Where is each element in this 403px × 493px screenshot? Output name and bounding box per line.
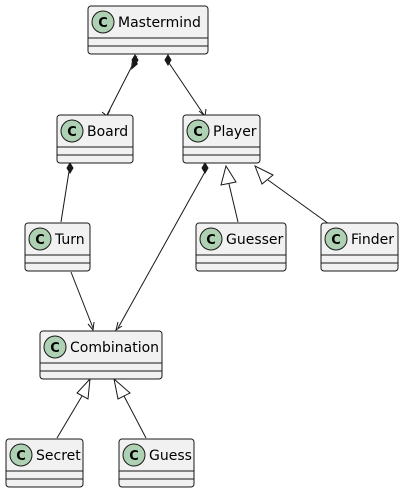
edge-turn-combination	[70, 271, 95, 332]
class-stereotype-letter: C	[35, 233, 45, 248]
class-name-combination: Combination	[70, 340, 159, 356]
class-stereotype-letter: C	[98, 16, 108, 31]
relations	[56, 55, 330, 439]
class-stereotype-letter: C	[331, 233, 341, 248]
class-guess[interactable]: C Guess	[118, 438, 195, 488]
class-combination[interactable]: C Combination	[39, 330, 163, 380]
class-stereotype-circle	[122, 443, 146, 467]
class-finder[interactable]: C Finder	[320, 222, 399, 272]
class-stereotype-circle	[60, 119, 84, 143]
class-name-player: Player	[213, 124, 257, 140]
class-mastermind[interactable]: C Mastermind	[87, 5, 209, 55]
class-name-secret: Secret	[36, 448, 81, 464]
class-name-board: Board	[87, 124, 128, 140]
class-guesser[interactable]: C Guesser	[195, 222, 287, 272]
class-secret[interactable]: C Secret	[5, 438, 84, 488]
class-name-guess: Guess	[149, 448, 192, 464]
edge-finder-player	[254, 164, 330, 225]
class-stereotype-letter: C	[50, 341, 60, 356]
edge-guesser-player	[220, 164, 239, 223]
class-name-mastermind: Mastermind	[118, 15, 201, 31]
class-stereotype-letter: C	[129, 449, 139, 464]
class-board[interactable]: C Board	[56, 114, 134, 164]
edge-mastermind-player	[166, 59, 207, 117]
class-stereotype-letter: C	[16, 449, 26, 464]
edge-guess-combination	[113, 377, 147, 439]
edge-player-combination	[115, 169, 207, 332]
diamond-board-turn	[66, 162, 74, 174]
class-name-guesser: Guesser	[226, 232, 284, 248]
diamond-mastermind-board	[131, 54, 139, 66]
edge-secret-combination	[56, 377, 91, 439]
class-stereotype-letter: C	[193, 125, 203, 140]
composition-diamonds	[66, 54, 209, 174]
class-stereotype-circle	[91, 10, 115, 34]
class-stereotype-circle	[28, 227, 52, 251]
class-stereotype-letter: C	[67, 125, 77, 140]
class-stereotype-circle	[199, 227, 223, 251]
class-stereotype-circle	[186, 119, 210, 143]
class-stereotype-circle	[43, 335, 67, 359]
class-name-finder: Finder	[351, 232, 394, 248]
class-stereotype-circle	[324, 227, 348, 251]
diamond-mastermind-player	[164, 54, 172, 66]
class-player[interactable]: C Player	[182, 114, 261, 164]
class-turn[interactable]: C Turn	[24, 222, 91, 272]
edge-board-turn	[60, 164, 71, 223]
class-stereotype-circle	[9, 443, 33, 467]
class-stereotype-letter: C	[206, 233, 216, 248]
edge-mastermind-board	[101, 55, 138, 117]
diamond-player-combination	[201, 162, 209, 174]
class-name-turn: Turn	[54, 232, 85, 248]
